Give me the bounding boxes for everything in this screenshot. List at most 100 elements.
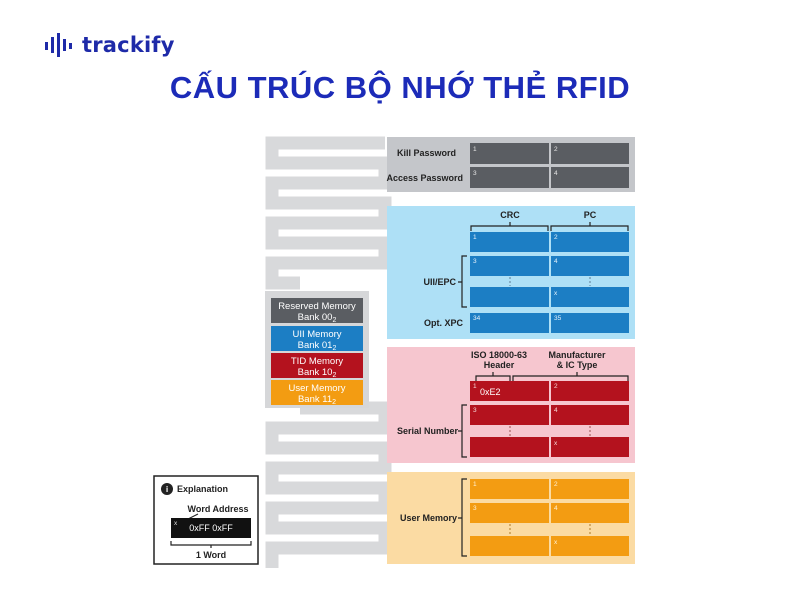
bank-reserved-line2: Bank 00 (298, 312, 333, 323)
reserved-cell (551, 167, 629, 188)
bank-reserved-sub: 2 (332, 317, 336, 324)
user-cell (470, 536, 549, 556)
opt-xpc-label: Opt. XPC (424, 318, 464, 328)
cell-number: 4 (554, 505, 558, 512)
info-icon (161, 483, 173, 495)
cell-number: 3 (473, 407, 477, 414)
bank-tid: TID Memory Bank 102 (271, 353, 363, 379)
cell-number: 1 (473, 481, 477, 488)
cell-number: 2 (554, 383, 558, 390)
uii-cell (551, 313, 629, 333)
user-memory-label: User Memory (400, 513, 457, 523)
trackify-logo: trackify (44, 32, 175, 58)
bank-tid-line2: Bank 10 (298, 367, 333, 378)
cell-number: 1 (473, 383, 477, 390)
uii-epc-bracket (458, 255, 467, 308)
iso-header-line2: Header (484, 360, 515, 370)
bank-tid-sub: 2 (332, 372, 336, 379)
svg-text:Bank 112: Bank 112 (298, 394, 336, 406)
user-cell (470, 503, 549, 523)
cell-number: 4 (554, 258, 558, 265)
reserved-cell (551, 143, 629, 164)
example-cell-marker: x (174, 520, 178, 527)
kill-password-label: Kill Password (397, 148, 456, 158)
user-cell (551, 503, 629, 523)
cell-number: 2 (554, 234, 558, 241)
reserved-cell (470, 167, 549, 188)
reserved-cell (470, 143, 549, 164)
uii-cell (470, 232, 549, 252)
uii-cell (551, 232, 629, 252)
bank-reserved-line1: Reserved Memory (278, 301, 356, 312)
tid-cell (470, 405, 549, 425)
user-cell (551, 536, 629, 556)
cell-number: x (554, 440, 558, 447)
uii-cell (551, 287, 629, 307)
cell-number: 34 (473, 315, 481, 322)
one-word-label: 1 Word (196, 550, 226, 560)
reserved-panel: Kill Password Access Password 1 2 3 4 (386, 137, 635, 192)
iso-bracket (475, 372, 511, 381)
tid-cell (551, 381, 629, 401)
cell-number: 2 (554, 481, 558, 488)
tid-cell (551, 437, 629, 457)
cell-number: x (554, 290, 558, 297)
cell-number: 4 (554, 170, 558, 177)
cell-number: 3 (473, 258, 477, 265)
uii-cell (470, 256, 549, 276)
tid-panel: ISO 18000-63 Header Manufacturer & IC Ty… (387, 347, 635, 463)
cell-number: 3 (473, 170, 477, 177)
bank-uii-sub: 2 (332, 345, 336, 352)
cell-number: x (554, 539, 558, 546)
user-cell (551, 479, 629, 499)
bank-reserved: Reserved Memory Bank 002 (271, 298, 363, 324)
access-password-label: Access Password (386, 173, 463, 183)
info-glyph: i (166, 484, 168, 494)
cell-number: 1 (473, 146, 477, 153)
cell-number: 1 (473, 234, 477, 241)
user-panel: User Memory 1 2 3 4 x (387, 472, 635, 564)
user-cell (470, 479, 549, 499)
word-address-label: Word Address (187, 504, 248, 514)
example-cell-value: 0xFF 0xFF (189, 523, 233, 533)
brand-name: trackify (82, 33, 175, 57)
svg-text:Bank 102: Bank 102 (298, 367, 337, 379)
cell-number: 4 (554, 407, 558, 414)
bank-uii: UII Memory Bank 012 (271, 326, 363, 352)
bank-user: User Memory Bank 112 (271, 380, 363, 406)
example-cell (171, 518, 251, 538)
iso-header-line1: ISO 18000-63 (471, 350, 527, 360)
cell-number: 35 (554, 315, 562, 322)
pc-header: PC (584, 210, 597, 220)
explanation-title: Explanation (177, 484, 228, 494)
manufacturer-line2: & IC Type (557, 360, 598, 370)
page-title: CẤU TRÚC BỘ NHỚ THẺ RFID (169, 70, 631, 105)
uii-cell (470, 313, 549, 333)
serial-number-bracket (458, 404, 467, 458)
bank-uii-line2: Bank 01 (298, 340, 333, 351)
bank-tid-line1: TID Memory (291, 356, 344, 367)
cell-number: 2 (554, 146, 558, 153)
manufacturer-line1: Manufacturer (548, 350, 606, 360)
svg-text:Bank 012: Bank 012 (298, 340, 337, 352)
word-bracket (170, 541, 252, 548)
uii-cell (551, 256, 629, 276)
uii-cell (470, 287, 549, 307)
user-memory-bracket (458, 478, 467, 557)
bank-uii-line1: UII Memory (292, 329, 341, 340)
crc-header: CRC (500, 210, 520, 220)
cell-number: 3 (473, 505, 477, 512)
bank-user-line2: Bank 11 (298, 394, 332, 405)
pc-bracket (550, 222, 629, 231)
bank-user-line1: User Memory (288, 383, 345, 394)
tid-cell (470, 437, 549, 457)
serial-number-label: Serial Number (397, 426, 459, 436)
sound-bars-icon (45, 33, 72, 57)
antenna-trace (265, 136, 392, 568)
tid-cell (470, 381, 549, 401)
uii-panel: CRC PC UII/EPC Opt. XPC 1 2 3 4 x 34 35 (387, 206, 635, 339)
tid-header-value: 0xE2 (480, 387, 501, 397)
tid-cell (551, 405, 629, 425)
manufacturer-bracket (512, 372, 629, 381)
